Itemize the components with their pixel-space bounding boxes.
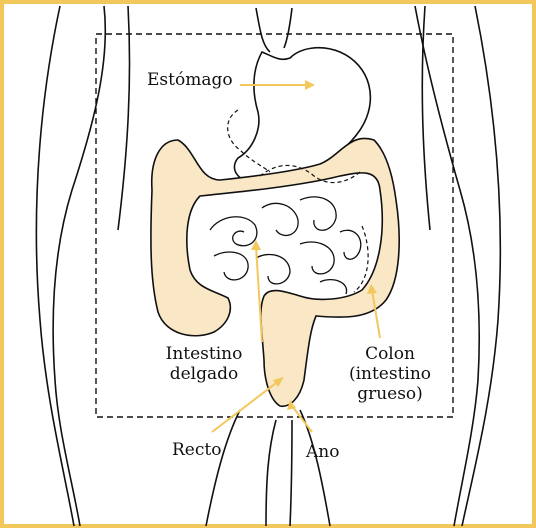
label-recto: Recto [172,440,221,460]
label-intestino-delgado: Intestino delgado [158,344,250,384]
label-intestino-delgado-line1: Intestino [158,344,250,364]
label-colon: Colon (intestino grueso) [342,344,438,404]
label-ano: Ano [306,442,339,462]
small-intestine-coils [210,197,361,294]
label-colon-line2: (intestino [342,364,438,384]
label-colon-line1: Colon [342,344,438,364]
label-colon-line3: grueso) [342,384,438,404]
label-estomago: Estómago [147,70,233,90]
label-intestino-delgado-line2: delgado [158,364,250,384]
